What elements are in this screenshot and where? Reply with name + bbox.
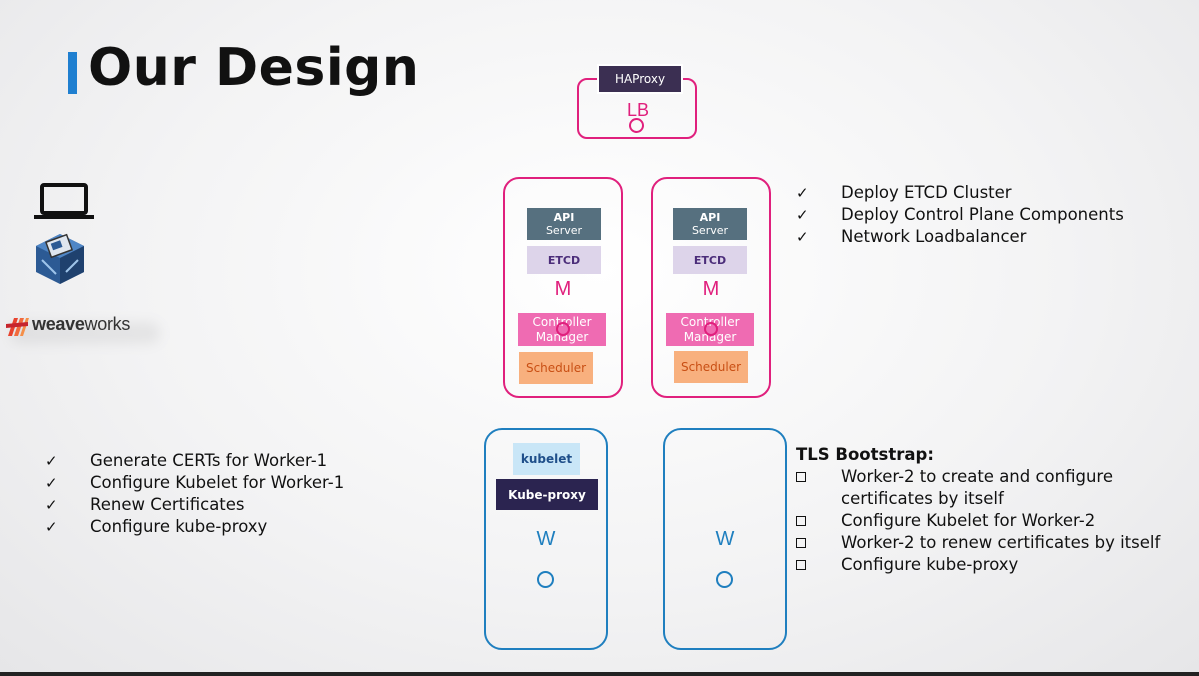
title-accent-bar xyxy=(68,52,77,94)
list-item: ✓Configure Kubelet for Worker-1 xyxy=(45,473,345,492)
kubelet-component: kubelet xyxy=(513,443,580,475)
worker1-task-list: ✓Generate CERTs for Worker-1 ✓Configure … xyxy=(45,450,375,538)
list-item: ✓Renew Certificates xyxy=(45,495,245,514)
list-item: Configure kube-proxy xyxy=(796,554,1176,576)
master-network-circle-icon xyxy=(704,322,718,336)
worker-network-circle-icon xyxy=(537,571,554,588)
list-item: ✓Network Loadbalancer xyxy=(796,227,1027,246)
laptop-icon xyxy=(34,183,94,219)
kube-proxy-component: Kube-proxy xyxy=(496,479,598,510)
list-item: ✓Deploy ETCD Cluster xyxy=(796,183,1012,202)
lb-label: LB xyxy=(626,100,650,120)
bottom-divider xyxy=(0,672,1199,676)
list-item: certificates by itself xyxy=(841,489,1004,508)
checkbox-icon xyxy=(796,472,806,482)
scheduler-component: Scheduler xyxy=(519,352,593,384)
master-node-2 xyxy=(651,177,771,398)
etcd-component: ETCD xyxy=(673,246,747,274)
master-node-1 xyxy=(503,177,623,398)
worker-network-circle-icon xyxy=(716,571,733,588)
haproxy-component: HAProxy xyxy=(597,64,683,94)
master-network-circle-icon xyxy=(556,322,570,336)
worker-node-1 xyxy=(484,428,608,650)
worker-label: W xyxy=(536,528,556,550)
list-item: ✓Deploy Control Plane Components xyxy=(796,205,1124,224)
list-item: ✓Generate CERTs for Worker-1 xyxy=(45,451,328,470)
checkbox-icon xyxy=(796,560,806,570)
lb-network-circle-icon xyxy=(629,118,644,133)
list-item: Worker-2 to create and configure xyxy=(796,466,1176,488)
etcd-component: ETCD xyxy=(527,246,601,274)
list-item: Worker-2 to renew certificates by itself xyxy=(796,532,1176,554)
weaveworks-logo: weaveworks xyxy=(32,314,131,334)
weaveworks-logo-icon xyxy=(6,318,29,336)
master-label: M xyxy=(554,278,572,300)
checkbox-icon xyxy=(796,538,806,548)
list-item: ✓Configure kube-proxy xyxy=(45,517,268,536)
checkbox-icon xyxy=(796,516,806,526)
list-item: Configure Kubelet for Worker-2 xyxy=(796,510,1176,532)
tls-bootstrap-list: Worker-2 to create and configure certifi… xyxy=(796,466,1176,576)
worker-node-2 xyxy=(663,428,787,650)
master-label: M xyxy=(702,278,720,300)
tls-bootstrap-title: TLS Bootstrap: xyxy=(796,445,934,464)
master-task-list: ✓Deploy ETCD Cluster ✓Deploy Control Pla… xyxy=(796,182,1156,248)
page-title: Our Design xyxy=(88,38,420,98)
worker-label: W xyxy=(715,528,735,550)
scheduler-component: Scheduler xyxy=(674,351,748,383)
virtualbox-logo-icon xyxy=(36,233,84,284)
